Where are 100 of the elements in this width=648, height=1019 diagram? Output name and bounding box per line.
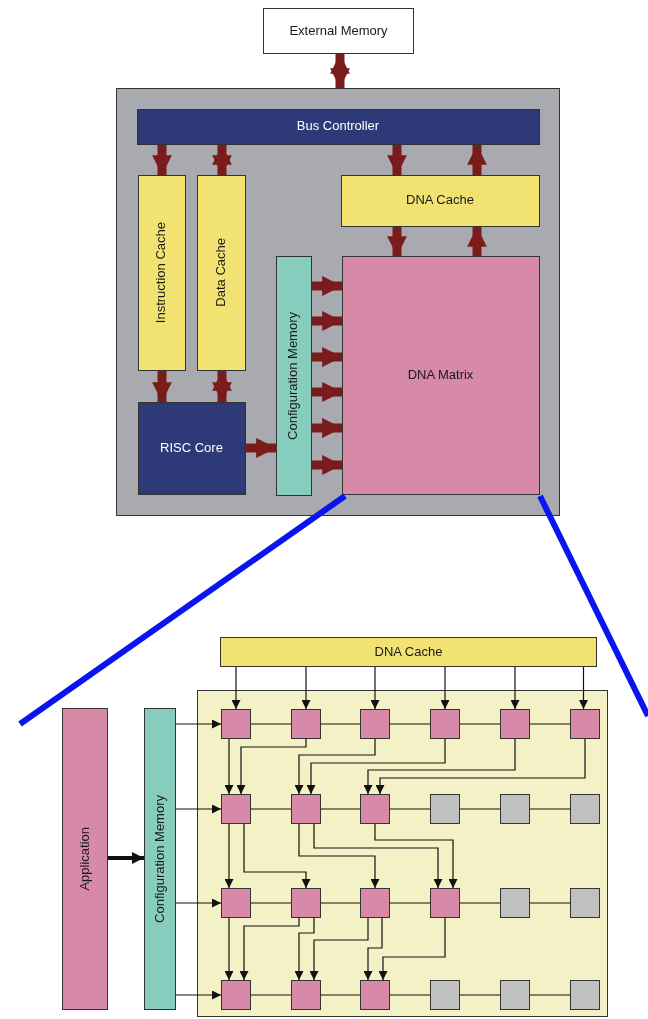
block-label: Data Cache <box>213 238 229 307</box>
arrow <box>224 823 234 889</box>
connector-line <box>529 994 571 996</box>
arrow <box>467 227 487 256</box>
arrow <box>294 917 315 981</box>
inactive-cell <box>569 887 600 918</box>
active-cell <box>569 708 600 739</box>
inactive-cell <box>429 793 460 824</box>
connector-line <box>320 994 361 996</box>
block-label: DNA Cache <box>374 644 443 660</box>
block-label: DNA Matrix <box>407 367 474 383</box>
arrow <box>175 804 222 814</box>
arrow <box>374 823 458 889</box>
memory-box <box>144 708 176 1010</box>
arrow <box>212 145 232 175</box>
active-cell <box>220 979 251 1010</box>
connector-line <box>389 723 431 725</box>
arrow <box>301 666 311 710</box>
block-label: External Memory <box>289 23 388 39</box>
connector-line <box>459 723 501 725</box>
inactive-cell <box>499 887 530 918</box>
cache-box <box>340 174 540 227</box>
active-cell <box>429 708 460 739</box>
inactive-cell <box>499 793 530 824</box>
arrow <box>243 823 311 889</box>
connector-line <box>250 723 292 725</box>
arrow <box>387 145 407 175</box>
arrow <box>309 917 369 981</box>
arrow <box>363 917 383 981</box>
connector-line <box>320 902 361 904</box>
arrow <box>239 917 300 981</box>
connector-line <box>250 808 292 810</box>
block-label: DNA Cache <box>406 193 474 208</box>
connector-line <box>459 902 501 904</box>
connector-line <box>459 808 501 810</box>
arrow <box>246 438 276 458</box>
connector-line <box>389 994 431 996</box>
arrow <box>375 738 586 795</box>
connector-line <box>320 808 361 810</box>
arrow <box>175 898 222 908</box>
connector-line <box>250 994 292 996</box>
active-cell <box>429 887 460 918</box>
connector-line <box>320 723 361 725</box>
block-label: Configuration Memory <box>152 795 168 923</box>
arrow <box>152 371 172 402</box>
arrow <box>313 823 443 889</box>
active-cell <box>499 708 530 739</box>
arrow <box>387 227 407 256</box>
active-cell <box>290 887 321 918</box>
arrow <box>212 371 232 402</box>
arrow <box>330 54 350 88</box>
matrix-block <box>341 255 540 495</box>
arrow <box>312 455 342 475</box>
application-box <box>62 708 108 1010</box>
arrow <box>152 145 172 175</box>
active-cell <box>220 887 251 918</box>
connector-line <box>389 902 431 904</box>
connector-line <box>529 902 571 904</box>
active-cell <box>359 708 390 739</box>
active-cell <box>290 793 321 824</box>
arrow <box>579 666 588 710</box>
connector-line <box>529 723 571 725</box>
cache-box <box>196 174 246 371</box>
active-cell <box>359 887 390 918</box>
active-cell <box>359 793 390 824</box>
inactive-cell <box>569 793 600 824</box>
arrow <box>298 823 380 889</box>
arrow <box>378 917 446 981</box>
arrow <box>231 666 241 710</box>
block-label: Bus Controller <box>296 119 380 134</box>
arrow <box>306 738 446 795</box>
arrow <box>294 738 376 795</box>
block-label: Instruction Cache <box>154 221 169 324</box>
connector-line <box>459 994 501 996</box>
arrow <box>510 666 520 710</box>
active-cell <box>290 708 321 739</box>
arrow <box>312 418 342 438</box>
chip-block <box>116 88 560 516</box>
block-label: RISC Core <box>160 440 223 456</box>
active-cell <box>220 708 251 739</box>
connector-line <box>529 808 571 810</box>
arrow <box>236 738 307 795</box>
cache-bar <box>220 637 597 667</box>
active-cell <box>220 793 251 824</box>
matrix-panel <box>197 690 608 1017</box>
core-box <box>137 401 246 495</box>
arrow <box>108 852 144 864</box>
connector-line <box>250 902 292 904</box>
bus-controller-bar <box>136 108 540 145</box>
cache-box <box>137 174 186 371</box>
inactive-cell <box>429 979 460 1010</box>
memory-box <box>275 255 312 496</box>
arrow <box>467 145 487 175</box>
arrow <box>370 666 380 710</box>
connector-line <box>389 808 431 810</box>
memory-box <box>263 8 414 54</box>
arrow <box>224 917 234 981</box>
arrow <box>440 666 450 710</box>
arrow <box>224 738 234 795</box>
arrow <box>175 990 222 1000</box>
